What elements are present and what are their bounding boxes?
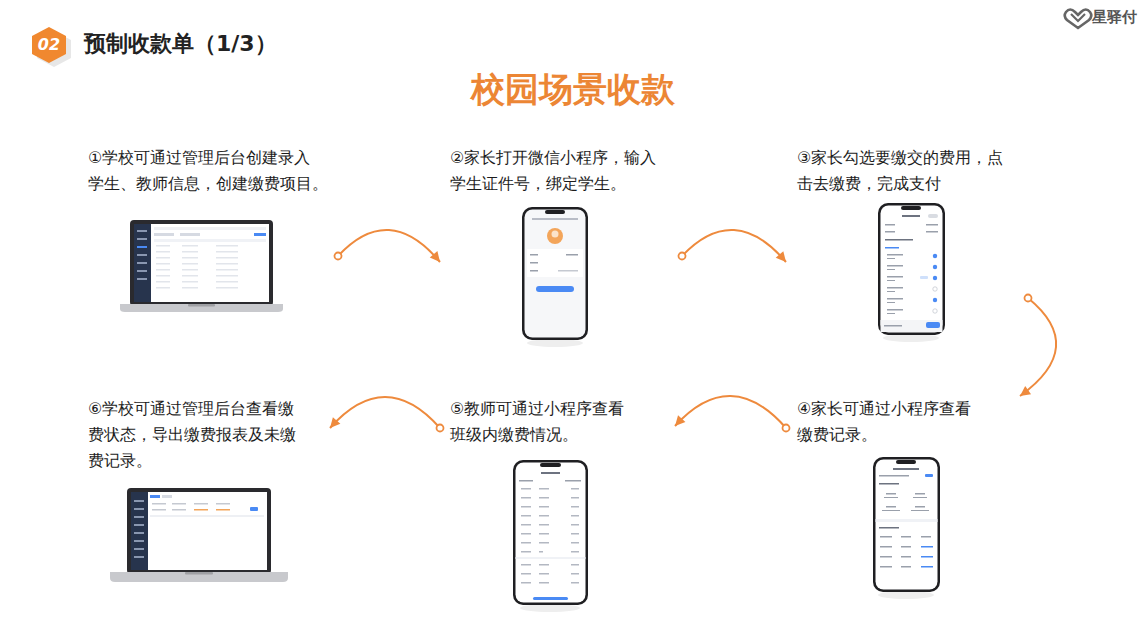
- arrow-line: [330, 397, 440, 428]
- phone-illustration: [522, 207, 588, 347]
- step-box: ①学校可通过管理后台创建录入 学生、教师信息，创建缴费项目。: [88, 145, 338, 320]
- brand-logo: 星驿付: [1092, 6, 1137, 28]
- arrow-head: [330, 417, 340, 428]
- arrow-head: [776, 251, 786, 262]
- phone-illustration: [873, 457, 940, 599]
- flow-arrow: [679, 230, 787, 262]
- arrow-line: [338, 230, 440, 262]
- arrow-line: [682, 230, 786, 262]
- step-text: ②家长打开微信小程序，输入 学生证件号，绑定学生。: [450, 145, 682, 197]
- step-box: ⑤教师可通过小程序查看 班级内缴费情况。: [440, 396, 675, 607]
- step-box: ③家长勾选要缴交的费用，点 击去缴费，完成支付: [786, 145, 1028, 340]
- flow-arrow: [1020, 295, 1056, 397]
- logo-icon: [1071, 14, 1085, 21]
- logo-icon: [1065, 10, 1092, 29]
- step-box: ⑥学校可通过管理后台查看缴 费状态，导出缴费报表及未缴 费记录。: [88, 396, 330, 585]
- arrow-origin-dot: [783, 425, 790, 432]
- badge-number: 02: [30, 27, 68, 63]
- laptop-illustration: [120, 220, 283, 312]
- step-text: ③家长勾选要缴交的费用，点 击去缴费，完成支付: [797, 145, 1028, 197]
- arrow-head: [675, 415, 685, 426]
- flow-arrow: [330, 397, 444, 432]
- arrow-origin-dot: [335, 253, 342, 260]
- diagram-title: 校园场景收款: [0, 66, 1146, 112]
- flow-arrow: [335, 230, 441, 262]
- step-text: ⑤教师可通过小程序查看 班级内缴费情况。: [450, 396, 675, 448]
- arrow-origin-dot: [679, 253, 686, 260]
- step-box: ④家长可通过小程序查看 缴费记录。: [786, 396, 1026, 595]
- step-text: ⑥学校可通过管理后台查看缴 费状态，导出缴费报表及未缴 费记录。: [88, 396, 330, 474]
- phone-illustration: [513, 460, 588, 612]
- arrow-line: [1020, 298, 1056, 396]
- arrow-origin-dot: [437, 425, 444, 432]
- step-text: ①学校可通过管理后台创建录入 学生、教师信息，创建缴费项目。: [88, 145, 338, 197]
- arrow-head: [430, 251, 440, 262]
- arrow-line: [675, 396, 786, 428]
- laptop-illustration: [110, 488, 288, 582]
- page-heading: 预制收款单（1/3）: [84, 29, 277, 59]
- arrow-origin-dot: [1025, 295, 1032, 302]
- phone-illustration: [878, 203, 945, 342]
- step-badge: 02: [30, 27, 68, 63]
- arrow-head: [1020, 386, 1031, 396]
- step-box: ②家长打开微信小程序，输入 学生证件号，绑定学生。: [440, 145, 682, 345]
- step-text: ④家长可通过小程序查看 缴费记录。: [797, 396, 1026, 448]
- flow-arrow: [675, 396, 790, 432]
